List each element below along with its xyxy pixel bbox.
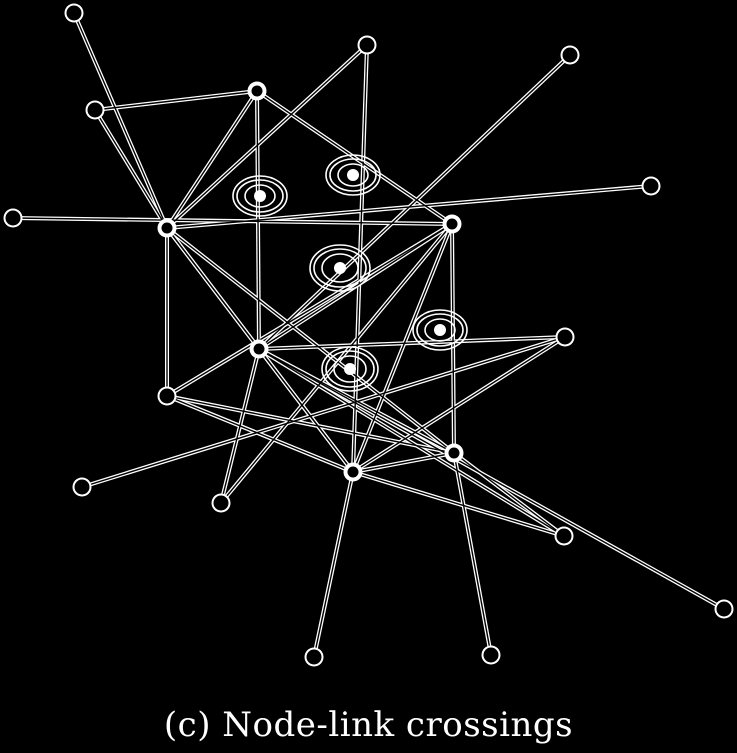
edge	[73, 12, 168, 229]
edge	[12, 217, 453, 225]
edge	[166, 395, 354, 473]
graph-node	[714, 599, 734, 619]
edge	[166, 90, 258, 229]
edge	[220, 223, 453, 504]
graph-node	[157, 386, 177, 406]
edge	[258, 348, 455, 454]
edge	[166, 227, 455, 454]
graph-node	[157, 218, 177, 238]
edge	[352, 471, 565, 537]
graph-node	[304, 647, 324, 667]
edge	[258, 348, 354, 473]
crossing-markers	[232, 154, 468, 392]
graph-node	[72, 477, 92, 497]
graph-node	[560, 45, 580, 65]
edges-inner-layer	[12, 12, 725, 658]
graph-node	[641, 176, 661, 196]
graph-node	[247, 81, 267, 101]
graph-node	[249, 339, 269, 359]
edge	[166, 395, 455, 454]
edge	[258, 348, 725, 610]
edges-outer-layer	[12, 12, 725, 658]
edge	[94, 109, 168, 229]
figure-caption: (c) Node-link crossings	[163, 705, 574, 745]
edge	[166, 44, 368, 229]
nodes-layer	[3, 3, 734, 667]
graph-node	[554, 526, 574, 546]
edge-crossing-marker	[412, 309, 468, 351]
graph-node	[555, 327, 575, 347]
graph-node	[444, 443, 464, 463]
graph-node	[481, 645, 501, 665]
graph-node	[85, 100, 105, 120]
edge	[451, 223, 455, 454]
edge	[258, 336, 566, 350]
edge	[352, 223, 453, 473]
edge	[258, 54, 571, 350]
graph-node	[64, 3, 84, 23]
node-link-diagram	[3, 3, 734, 667]
edge	[256, 90, 453, 225]
edge	[352, 336, 566, 473]
edge	[166, 223, 453, 397]
edge-crossing-marker	[232, 175, 288, 217]
edge-crossing-marker	[309, 244, 371, 292]
edge	[352, 452, 455, 473]
edge	[166, 185, 652, 229]
edge-crossing-marker	[321, 346, 379, 392]
graph-node	[357, 35, 377, 55]
edge	[94, 90, 258, 111]
edge	[313, 471, 354, 658]
edge	[258, 348, 565, 537]
edge	[81, 336, 566, 488]
edge	[453, 452, 492, 656]
edge	[453, 452, 565, 537]
edge-crossing-marker	[325, 154, 381, 196]
graph-node	[343, 462, 363, 482]
graph-node	[442, 214, 462, 234]
graph-node	[3, 208, 23, 228]
edge	[258, 223, 453, 350]
graph-node	[211, 493, 231, 513]
